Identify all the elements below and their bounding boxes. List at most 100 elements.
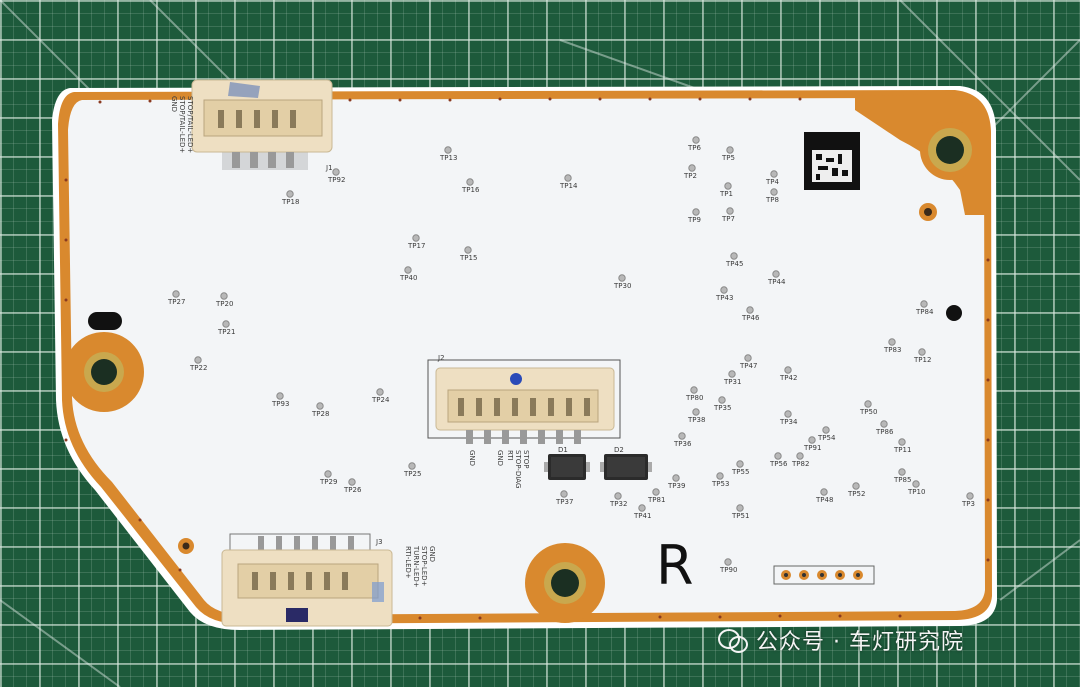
test-point-label: TP18 [281,198,299,206]
test-point-label: TP16 [461,186,480,194]
test-point-label: TP32 [609,500,627,508]
test-point-label: TP40 [399,274,417,282]
test-point-pad [678,432,686,440]
j2-pin-label: RTI [506,450,514,461]
test-point-label: TP6 [687,144,701,152]
test-point-label: TP48 [815,496,833,504]
test-point-label: TP43 [715,294,733,302]
connector-j1 [191,79,333,170]
test-point-pad [784,366,792,374]
test-point-label: TP1 [719,190,733,198]
test-point-pad [614,492,622,500]
test-point-pad [852,482,860,490]
test-point-pad [618,274,626,282]
test-point-label: TP29 [319,478,337,486]
test-point-pad [464,246,472,254]
test-point-label: TP52 [847,490,865,498]
test-point-pad [222,320,230,328]
test-point-pad [784,410,792,418]
test-point-label: TP28 [311,410,329,418]
test-point-label: TP38 [687,416,705,424]
test-point-pad [730,252,738,260]
programming-header [773,565,875,585]
test-point-pad [332,168,340,176]
test-point-pad [316,402,324,410]
diode-d2 [600,454,652,480]
test-point-label: TP84 [915,308,934,316]
mounting-hole-bottom [525,543,605,623]
mounting-hole-left [64,332,144,412]
test-point-pad [286,190,294,198]
watermark: 公众号 · 车灯研究院 [718,620,964,660]
test-point-pad [728,370,736,378]
test-point-label: TP53 [711,480,729,488]
via-hole [946,305,962,321]
test-point-label: TP81 [647,496,665,504]
edge-vias [64,97,990,620]
test-point-label: TP45 [725,260,743,268]
test-point-label: TP9 [687,216,701,224]
test-point-label: TP83 [883,346,901,354]
via-pad-lower-hole [182,542,190,550]
j3-pin-label: STOP-LED+ [420,546,428,587]
test-point-label: TP22 [189,364,207,372]
test-point-label: TP35 [713,404,731,412]
test-point-pad [898,468,906,476]
via-pad-hole [924,208,932,216]
test-point-label: TP27 [167,298,185,306]
j1-pin-label: GND [170,96,178,112]
test-point-label: TP26 [343,486,362,494]
test-point-label: TP46 [741,314,760,322]
test-point-pad [692,408,700,416]
test-point-pad [348,478,356,486]
test-point-pad [920,300,928,308]
test-point-pad [724,558,732,566]
test-point-label: TP93 [271,400,289,408]
test-point-label: TP24 [371,396,390,404]
test-point-pad [276,392,284,400]
slot-hole [88,312,122,330]
test-point-label: TP11 [893,446,911,454]
diode-label: D1 [558,446,568,454]
test-point-label: TP10 [907,488,925,496]
test-point-pad [688,164,696,172]
test-point-pad [726,146,734,154]
test-point-label: TP47 [739,362,757,370]
test-point-label: TP25 [403,470,421,478]
j3-pin-label: GND [428,546,436,562]
test-point-pad [444,146,452,154]
test-point-label: TP50 [859,408,877,416]
test-point-pad [412,234,420,242]
diode-label: D2 [614,446,624,454]
j3-ref: J3 [375,538,383,546]
test-point-pad [772,270,780,278]
j2-ref: J2 [437,354,445,362]
test-point-pad [770,170,778,178]
test-point-label: TP91 [803,444,821,452]
test-point-label: TP39 [667,482,685,490]
test-point-pad [716,472,724,480]
j3-pin-labels: RTI-LED+ TURN-LED+ STOP-LED+ GND [404,545,436,588]
j2-pin-labels: STOP STOP-DIAG RTI GND GND [468,450,530,488]
test-point-label: TP55 [731,468,749,476]
test-point-pad [898,438,906,446]
test-point-label: TP56 [769,460,788,468]
test-point-pad [726,207,734,215]
test-point-pad [718,396,726,404]
j2-pin-label: GND [468,450,476,466]
side-marking: R [656,534,694,597]
test-point-label: TP44 [767,278,786,286]
test-point-label: TP8 [765,196,779,204]
test-point-pad [692,208,700,216]
test-point-pad [864,400,872,408]
test-point-pad [744,354,752,362]
j2-pin-label: GND [496,450,504,466]
test-point-label: TP36 [673,440,692,448]
test-point-label: TP31 [723,378,741,386]
test-point-pad [796,452,804,460]
test-point-label: TP51 [731,512,749,520]
test-point-label: TP37 [555,498,573,506]
test-point-pad [560,490,568,498]
j1-pin-labels: STOP/TAIL-LED+ STOP/TAIL-LED+ GND [170,96,194,153]
